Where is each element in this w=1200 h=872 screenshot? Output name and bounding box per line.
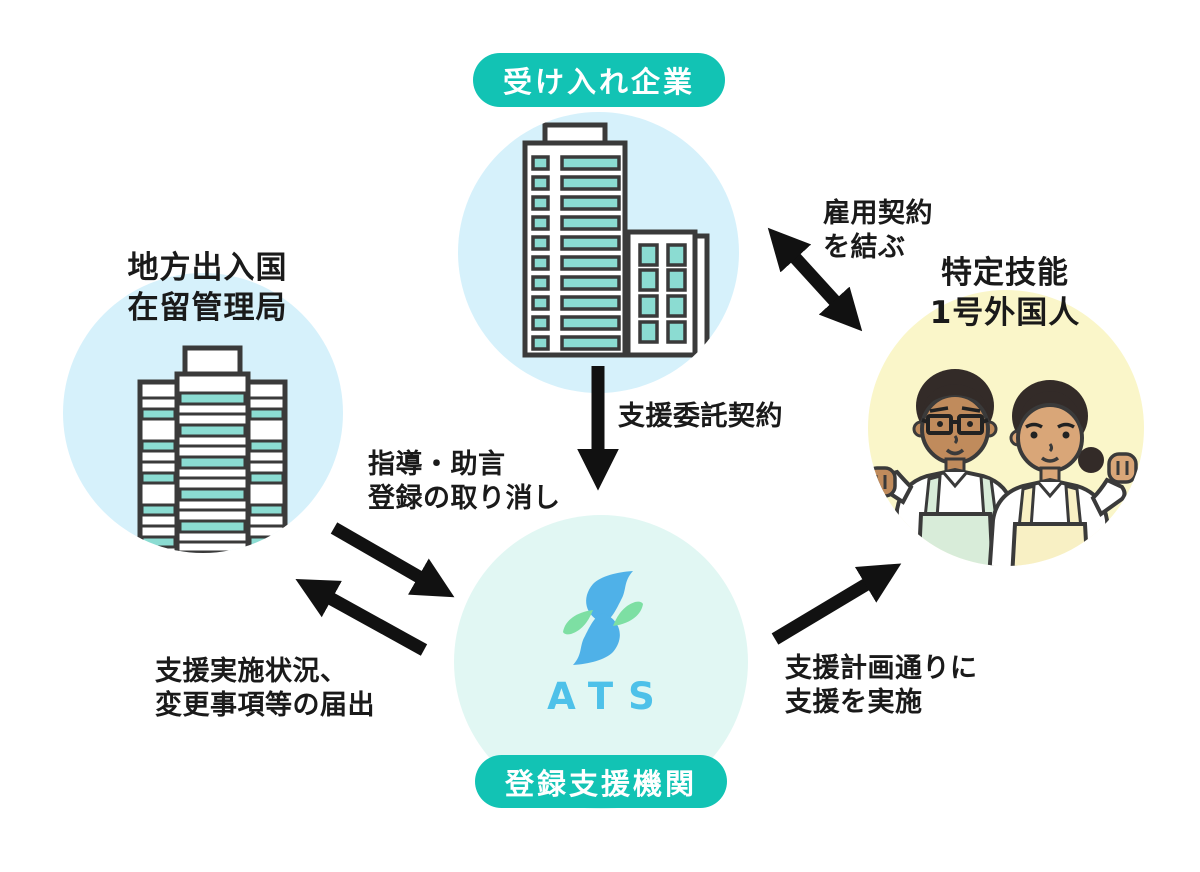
- two-workers-icon: [868, 369, 1138, 566]
- arrow-guidance: [330, 522, 455, 598]
- bureau-label-line1: 地方出入国: [127, 250, 288, 286]
- support-implementation-label: 支援計画通りに 支援を実施: [785, 653, 978, 718]
- worker-label: 特定技能 1号外国人: [875, 253, 1135, 333]
- company-building-icon: [522, 122, 710, 358]
- support-consignment-label: 支援委託契約: [618, 401, 783, 432]
- worker-label-line1: 特定技能: [941, 255, 1069, 291]
- notification-label: 支援実施状況、 変更事項等の届出: [155, 656, 375, 721]
- company-badge: 受け入れ企業: [473, 53, 725, 107]
- bureau-circle: [63, 273, 343, 553]
- support-org-badge: 登録支援機関: [475, 755, 727, 808]
- employment-contract-label: 雇用契約 を結ぶ: [823, 198, 933, 263]
- company-badge-label: 受け入れ企業: [502, 65, 695, 99]
- ats-wordmark: ATS: [547, 675, 670, 718]
- worker-label-line2: 1号外国人: [929, 295, 1081, 331]
- company-circle: [458, 112, 739, 393]
- bureau-label-line2: 在留管理局: [127, 290, 288, 326]
- guidance-label: 指導・助言 登録の取り消し: [368, 449, 561, 514]
- arrow-notification: [295, 578, 428, 656]
- worker-circle: [868, 290, 1144, 566]
- support-org-badge-label: 登録支援機関: [504, 766, 697, 801]
- arrow-support-implementation: [771, 563, 902, 645]
- bureau-label: 地方出入国 在留管理局: [85, 248, 330, 328]
- bureau-building-icon: [137, 345, 288, 553]
- ats-logo-icon: [563, 571, 643, 665]
